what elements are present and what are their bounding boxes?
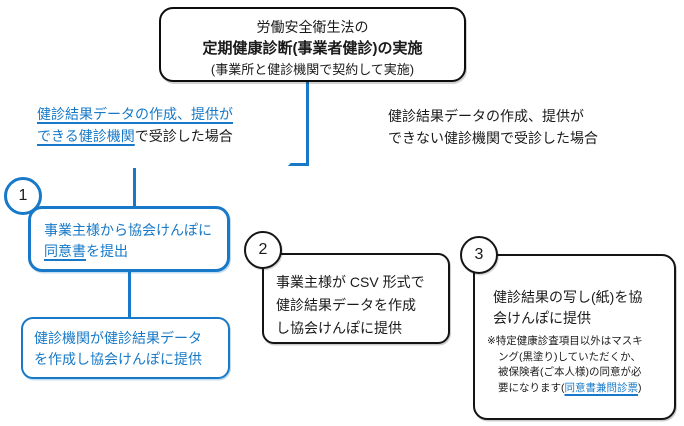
step3-number: 3 bbox=[474, 246, 484, 263]
top-box-line3: (事業所と健診機関で契約して実施) bbox=[210, 62, 415, 77]
step3-line1: 健診結果の写し(紙)を協 bbox=[493, 289, 643, 305]
step2-line3: し協会けんぽに提供 bbox=[276, 320, 402, 336]
top-box-line1: 労働安全衛生法の bbox=[256, 19, 369, 35]
step3-note-line4-pre: 要になります( bbox=[498, 381, 565, 394]
step3-note-line1: ※特定健康診査項目以外はマスキ bbox=[487, 335, 643, 347]
consent-form-link[interactable]: 同意書 bbox=[44, 243, 86, 259]
case-right-box: 健診結果データの作成、提供が できない健診機関で受診した場合 bbox=[370, 90, 630, 168]
step3-number-badge: 3 bbox=[460, 236, 498, 274]
step3-note-line4-post: ) bbox=[638, 381, 642, 394]
step3-note: ※特定健康診査項目以外はマスキ ング(黒塗り)していただくか、 被保険者(ご本人… bbox=[487, 334, 674, 396]
case-right-line2: できない健診機関で受診した場合 bbox=[388, 130, 598, 146]
step1-line1: 事業主様から協会けんぽに bbox=[44, 222, 212, 238]
step2-line2: 健診結果データを作成 bbox=[276, 297, 416, 313]
case-left-line2: できる健診機関で受診した場合 bbox=[37, 125, 293, 147]
step2-number: 2 bbox=[258, 241, 268, 258]
step1-result-box: 健診機関が健診結果データ を作成し協会けんぽに提供 bbox=[21, 317, 230, 379]
step3-main-text: 健診結果の写し(紙)を協 会けんぽに提供 bbox=[493, 287, 674, 329]
connector-step1-to-result bbox=[128, 271, 131, 319]
top-box: 労働安全衛生法の 定期健康診断(事業者健診)の実施 (事業所と健診機関で契約して… bbox=[159, 7, 466, 82]
step2-number-badge: 2 bbox=[244, 231, 282, 269]
step2-line1: 事業主様が CSV 形式で bbox=[276, 274, 425, 290]
case-left-link-line1[interactable]: 健診結果データの作成、提供が bbox=[37, 106, 233, 122]
step3-box: 健診結果の写し(紙)を協 会けんぽに提供 ※特定健康診査項目以外はマスキ ング(… bbox=[473, 254, 676, 420]
top-box-line2: 定期健康診断(事業者健診)の実施 bbox=[202, 40, 423, 57]
consent-questionnaire-link[interactable]: 同意書兼問診票 bbox=[564, 381, 639, 394]
step2-box: 事業主様が CSV 形式で 健診結果データを作成 し協会けんぽに提供 bbox=[262, 253, 450, 344]
step1-number-badge: 1 bbox=[4, 177, 42, 215]
case-left-line1: 健診結果データの作成、提供が bbox=[37, 103, 293, 125]
step1-number: 1 bbox=[18, 187, 28, 204]
step3-note-line3: 被保険者(ご本人様)の同意が必 bbox=[498, 366, 642, 378]
connector-to-step1 bbox=[133, 164, 136, 208]
step1-box: 事業主様から協会けんぽに 同意書を提出 bbox=[28, 206, 230, 272]
step1-line2: 同意書を提出 bbox=[44, 241, 227, 262]
case-left-box: 健診結果データの作成、提供が できる健診機関で受診した場合 bbox=[25, 88, 293, 168]
step1-result-line1: 健診機関が健診結果データ bbox=[34, 330, 202, 346]
step3-line2: 会けんぽに提供 bbox=[493, 310, 591, 326]
connector-top-vertical bbox=[306, 80, 309, 165]
step3-note-line4: 要になります(同意書兼問診票) bbox=[487, 381, 674, 397]
case-right-line1: 健診結果データの作成、提供が bbox=[388, 108, 584, 124]
case-left-rest: で受診した場合 bbox=[134, 128, 233, 144]
step1-line2-rest: を提出 bbox=[86, 243, 128, 259]
step3-note-line2: ング(黒塗り)していただくか、 bbox=[498, 350, 641, 363]
step1-result-line2: を作成し協会けんぽに提供 bbox=[34, 351, 202, 367]
case-left-link-line2[interactable]: できる健診機関 bbox=[37, 128, 135, 144]
